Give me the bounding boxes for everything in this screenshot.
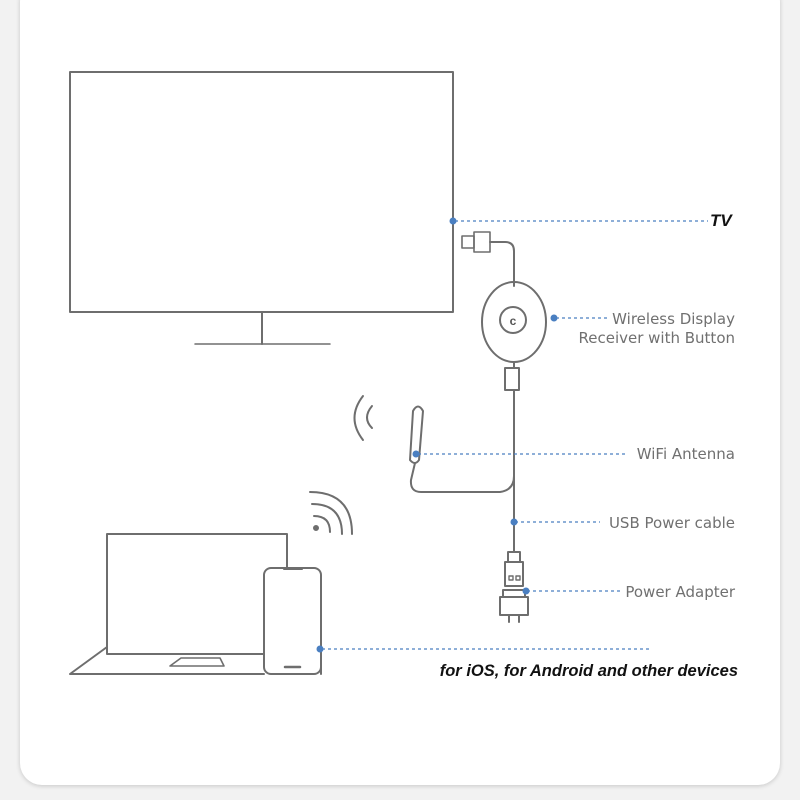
tv-icon <box>69 71 454 345</box>
usb-power-cable-label: USB Power cable <box>609 514 735 532</box>
leader-lines <box>322 220 708 650</box>
usb-plug-icon <box>504 551 524 587</box>
tv-label: TV <box>710 211 733 230</box>
smartphone-icon <box>263 567 322 675</box>
receiver-button-glyph: c <box>510 314 517 328</box>
receiver-label-line2: Receiver with Button <box>579 329 736 347</box>
power-adapter-label: Power Adapter <box>625 583 735 601</box>
receiver-icon <box>481 281 547 391</box>
leader-dots <box>316 217 558 653</box>
wifi-antenna-label: WiFi Antenna <box>637 445 735 463</box>
wifi-antenna-icon <box>353 395 515 493</box>
wifi-signal-icon <box>309 491 353 535</box>
receiver-label-line1: Wireless Display <box>612 310 735 328</box>
devices-label: for iOS, for Android and other devices <box>440 662 738 680</box>
hdmi-plug-icon <box>461 231 515 287</box>
power-adapter-icon <box>499 589 529 623</box>
